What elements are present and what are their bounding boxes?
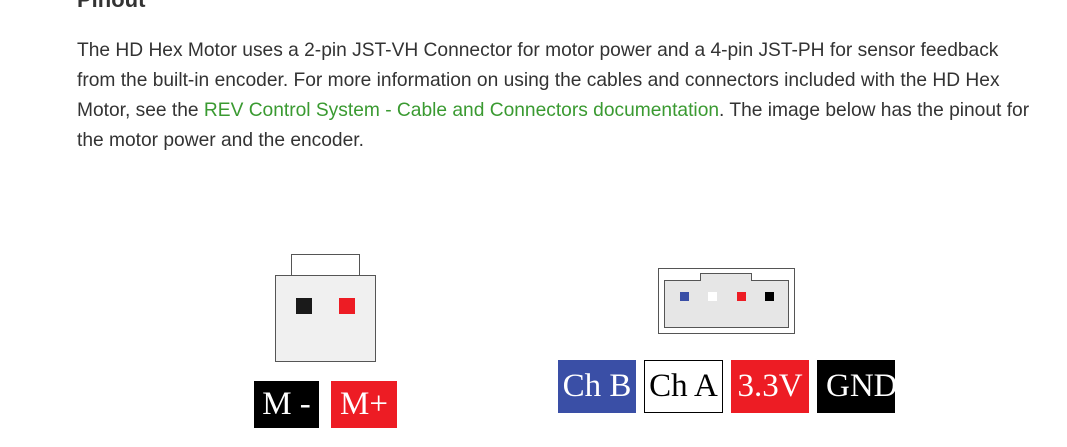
paragraph-text-before: The HD Hex Motor uses a 2-pin JST-VH Con…	[77, 40, 1000, 121]
motor-label-negative: M -	[254, 381, 319, 428]
encoder-label-ch-a: Ch A	[644, 360, 723, 413]
encoder-pin-ch-a	[708, 292, 717, 301]
cable-connectors-doc-link[interactable]: REV Control System - Cable and Connector…	[203, 100, 720, 121]
encoder-label-3v3: 3.3V	[731, 360, 809, 413]
motor-label-positive: M+	[331, 381, 397, 428]
intro-paragraph: The HD Hex Motor uses a 2-pin JST-VH Con…	[77, 36, 1037, 156]
encoder-pin-ch-b	[680, 292, 689, 301]
motor-pin-positive	[339, 298, 355, 314]
paragraph-text-after: . The image below has the pinout for the…	[77, 100, 1030, 151]
section-heading: Pinout	[77, 0, 145, 13]
motor-pin-negative	[296, 298, 312, 314]
encoder-label-gnd: GND	[817, 360, 895, 413]
encoder-connector-outer	[658, 268, 795, 334]
encoder-pin-gnd	[765, 292, 774, 301]
motor-connector-body	[275, 275, 376, 362]
encoder-connector-inner	[664, 273, 789, 328]
encoder-label-ch-b: Ch B	[558, 360, 636, 413]
motor-connector-latch	[291, 254, 360, 276]
motor-power-connector	[275, 254, 376, 362]
encoder-connector	[658, 268, 795, 334]
encoder-pin-3v3	[737, 292, 746, 301]
